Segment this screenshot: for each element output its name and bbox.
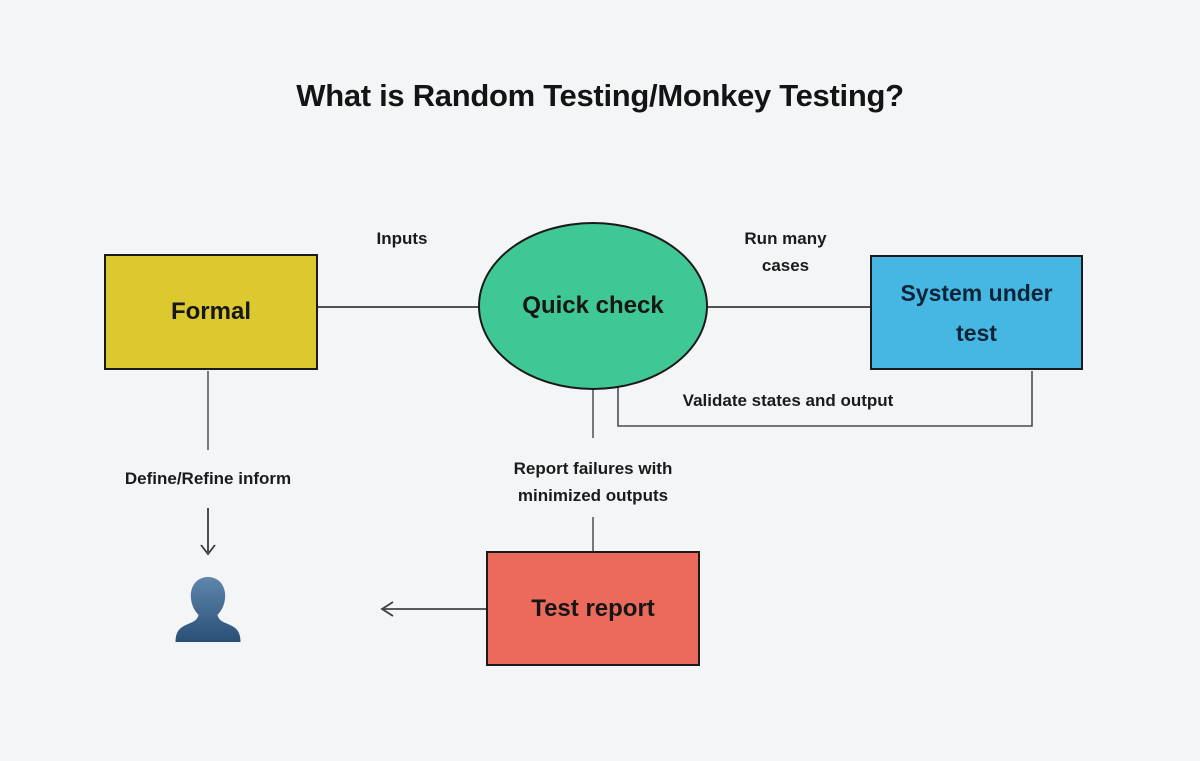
node-test-report: Test report [486, 551, 700, 666]
arrowhead-down [200, 544, 216, 556]
edge-label-run-many-cases: Run many cases [744, 229, 827, 275]
node-formal: Formal [104, 254, 318, 370]
arrowhead-left [380, 601, 394, 617]
node-quick-check-label: Quick check [522, 292, 664, 319]
node-test-report-label: Test report [531, 594, 655, 622]
page-title: What is Random Testing/Monkey Testing? [296, 78, 904, 113]
edge-label-validate-states: Validate states and output [682, 391, 894, 410]
edge-label-report-failures: Report failures with minimized outputs [513, 459, 673, 505]
edge-label-inputs: Inputs [376, 229, 428, 248]
node-system-under-test: System under test [870, 255, 1083, 370]
node-system-under-test-label: System under test [900, 279, 1053, 346]
node-formal-label: Formal [170, 298, 251, 325]
node-quick-check: Quick check [478, 222, 708, 390]
user-silhouette-icon [175, 577, 241, 642]
edge-label-define-refine: Define/Refine inform [124, 469, 292, 488]
